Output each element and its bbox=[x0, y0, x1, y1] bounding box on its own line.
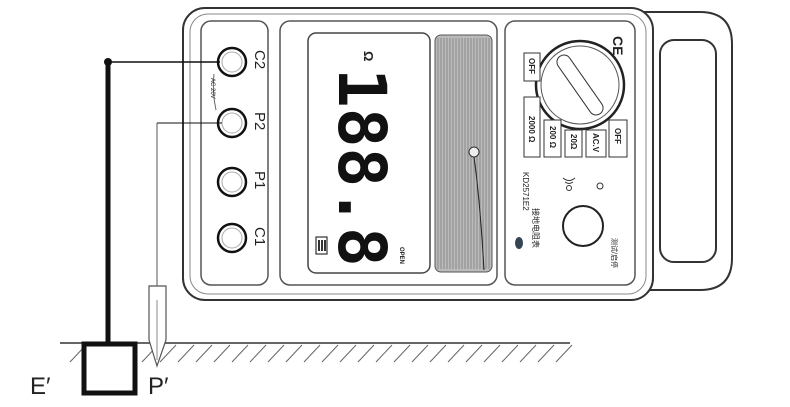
ground-hatch bbox=[213, 344, 231, 363]
ground-surface bbox=[60, 342, 573, 363]
ground-hatch bbox=[303, 344, 321, 363]
terminal-voltage-note: AC 20V bbox=[209, 78, 215, 99]
terminal-label-p2: P2 bbox=[251, 112, 268, 130]
range-dial[interactable] bbox=[534, 39, 626, 131]
ground-hatch bbox=[321, 344, 339, 363]
sensor-grating bbox=[434, 34, 493, 273]
dial-label-200-ohm: 200 Ω bbox=[548, 126, 557, 149]
ground-hatch bbox=[159, 344, 177, 363]
potential-label: P′ bbox=[148, 373, 169, 400]
ground-hatch bbox=[231, 344, 249, 363]
earth-label: E′ bbox=[30, 373, 51, 400]
potential-probe bbox=[148, 285, 167, 368]
ground-hatch bbox=[249, 344, 267, 363]
dial-label-acv: AC.V bbox=[591, 133, 600, 153]
lcd-screen bbox=[307, 32, 431, 274]
dial-positions: OFF 2000 Ω 200 Ω 20Ω AC.V OFF bbox=[523, 52, 628, 158]
ground-hatch bbox=[195, 344, 213, 363]
terminal-c1[interactable] bbox=[216, 222, 248, 254]
ce-mark: CE bbox=[610, 36, 626, 55]
product-name: 接地电阻表 bbox=[531, 208, 541, 248]
ground-hatch bbox=[465, 344, 483, 363]
model-number: KD2571E2 bbox=[521, 172, 530, 211]
ground-hatch bbox=[285, 344, 303, 363]
battery-icon bbox=[315, 236, 328, 255]
display-panel: Ω 188.8 OPEN bbox=[279, 20, 498, 286]
ground-hatch bbox=[483, 344, 501, 363]
buzzer-icon bbox=[562, 177, 576, 191]
ground-hatch bbox=[447, 344, 465, 363]
lcd-unit: Ω bbox=[361, 51, 376, 61]
terminal-label-c1: C1 bbox=[251, 227, 268, 246]
ground-hatch bbox=[411, 344, 429, 363]
lcd-reading: 188.8 bbox=[323, 68, 400, 267]
ground-hatch bbox=[267, 344, 285, 363]
dial-label-2000-ohm: 2000 Ω bbox=[527, 116, 536, 143]
ground-hatch bbox=[519, 344, 537, 363]
test-button-label: 测试/启停 bbox=[610, 238, 619, 268]
control-panel: CE OFF 2000 Ω 200 Ω 20Ω AC.V OFF KD2571E… bbox=[504, 20, 636, 286]
p2-wire bbox=[156, 122, 222, 286]
ground-hatch bbox=[501, 344, 519, 363]
terminal-p2[interactable] bbox=[216, 107, 248, 139]
terminal-c2[interactable] bbox=[216, 46, 248, 78]
terminal-panel: C2 P2 P1 C1 AC 20V bbox=[200, 20, 269, 286]
ground-hatch bbox=[357, 344, 375, 363]
terminal-label-c2: C2 bbox=[251, 50, 268, 69]
dial-label-20-ohm: 20Ω bbox=[569, 134, 578, 150]
dial-label-off-top: OFF bbox=[527, 58, 536, 74]
earth-electrode bbox=[81, 341, 138, 396]
ground-hatch bbox=[375, 344, 393, 363]
ground-hatch bbox=[339, 344, 357, 363]
ground-hatch bbox=[393, 344, 411, 363]
indicator-led bbox=[596, 182, 604, 190]
terminal-label-p1: P1 bbox=[251, 171, 268, 189]
ground-hatch bbox=[537, 344, 555, 363]
dial-label-off-bottom: OFF bbox=[613, 128, 622, 144]
ground-hatch bbox=[555, 344, 573, 363]
terminal-p1[interactable] bbox=[216, 166, 248, 198]
ground-hatch bbox=[429, 344, 447, 363]
test-button[interactable] bbox=[562, 205, 604, 247]
c2-wire bbox=[104, 58, 220, 345]
lcd-open-indicator: OPEN bbox=[398, 247, 404, 264]
ground-hatch bbox=[177, 344, 195, 363]
brand-logo-icon bbox=[515, 237, 523, 249]
